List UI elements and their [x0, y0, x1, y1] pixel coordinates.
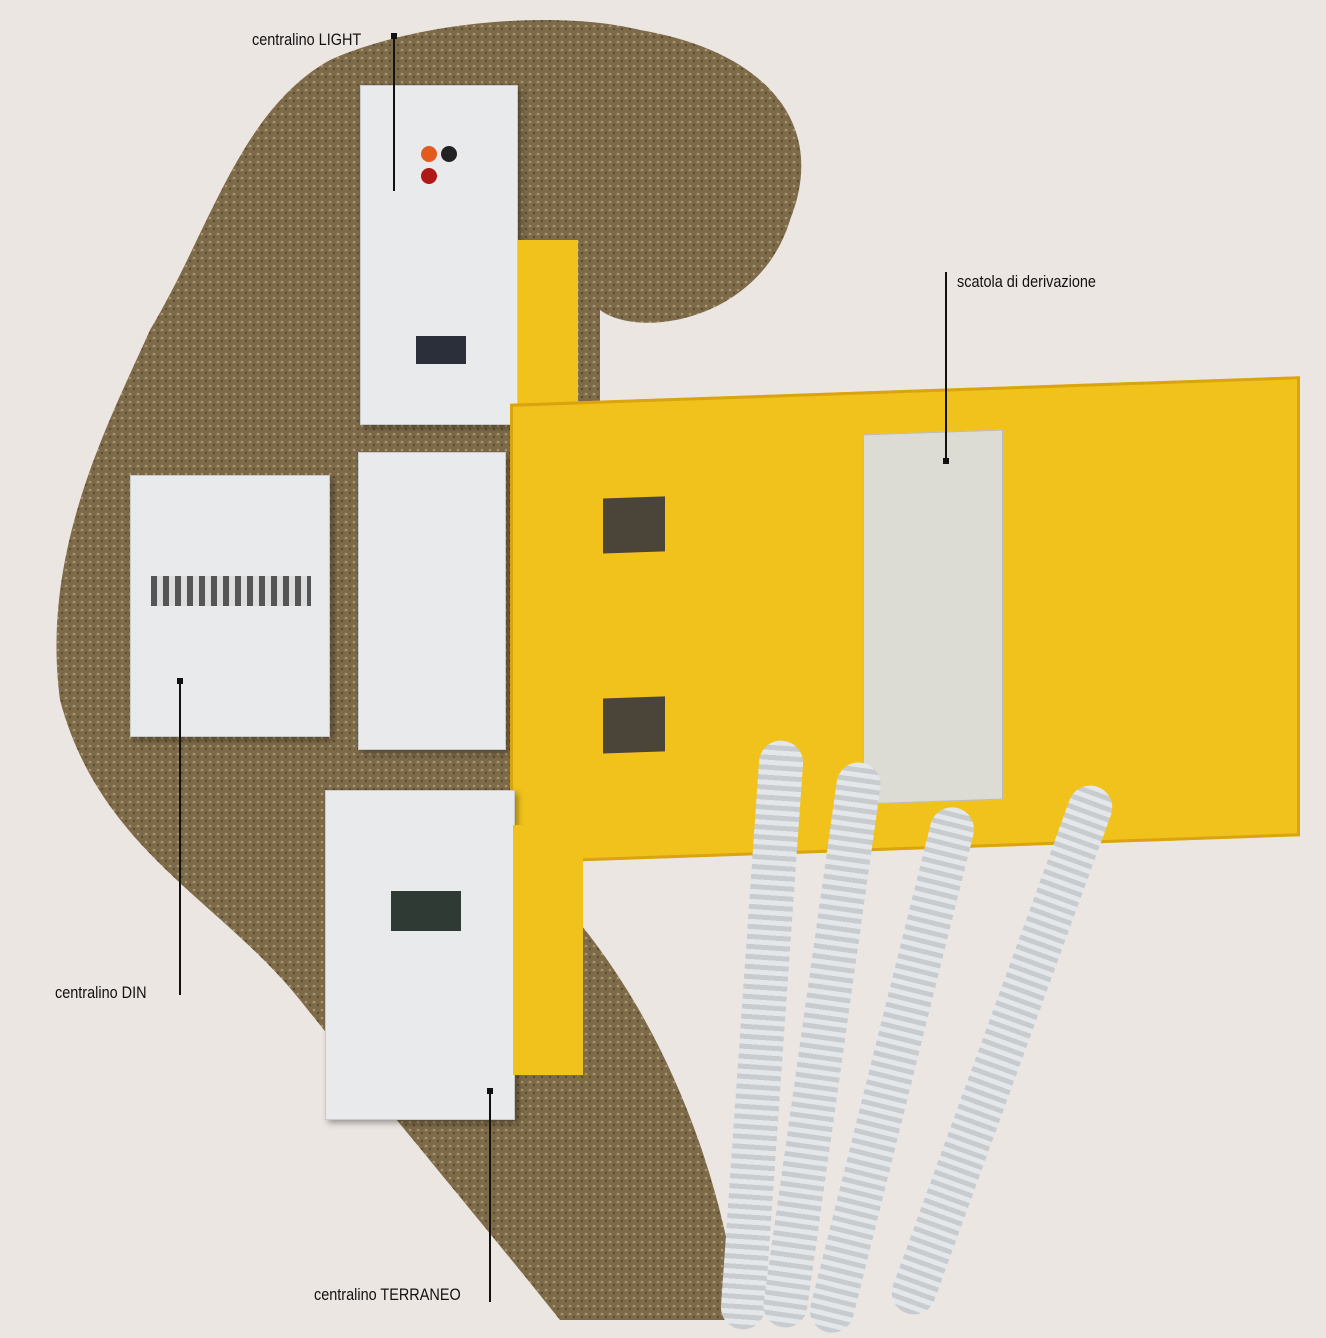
label-centralino-din: centralino DIN [55, 983, 147, 1002]
callout-marker [943, 458, 949, 464]
terraneo-box-yellow [513, 825, 583, 1075]
callout-line [393, 36, 395, 191]
centralino-terraneo [325, 790, 515, 1120]
label-centralino-light: centralino LIGHT [252, 30, 362, 49]
callout-marker [177, 678, 183, 684]
light-box-yellow [518, 240, 578, 410]
scatola-di-derivazione-box [510, 376, 1300, 864]
label-centralino-terraneo: centralino TERRANEO [314, 1285, 461, 1304]
callout-line [179, 680, 181, 995]
callout-line [945, 272, 947, 462]
centralino-din [130, 475, 330, 737]
callout-marker [487, 1088, 493, 1094]
label-scatola-di-derivazione: scatola di derivazione [957, 272, 1096, 291]
center-cover-panel [358, 452, 506, 750]
centralino-light [360, 85, 518, 425]
callout-line [489, 1090, 491, 1302]
